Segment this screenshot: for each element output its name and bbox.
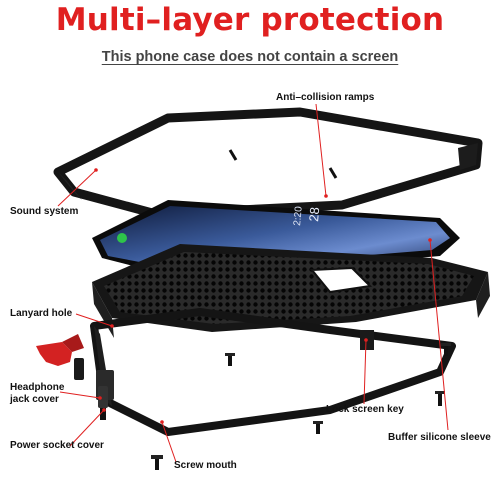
call-icon (117, 233, 127, 243)
callout-headphone-line2: jack cover (10, 394, 59, 405)
lockscreen-time: 2:20 (292, 205, 305, 226)
callout-screw-mouth: Screw mouth (174, 460, 237, 471)
leader-screw-mouth (161, 421, 177, 463)
leader-lanyard-hole (75, 313, 113, 327)
headphone-jack-cover-part (98, 386, 108, 420)
leader-lock-screen (363, 339, 367, 405)
callout-anti-collision-ramps: Anti–collision ramps (276, 92, 375, 103)
screw-icon (441, 343, 451, 356)
screw-icon (225, 353, 235, 366)
callout-sound-system: Sound system (10, 206, 79, 217)
screw-icon (435, 391, 445, 406)
callout-lock-screen-key: Lock screen key (326, 404, 404, 415)
lockscreen-date: 28 (306, 207, 322, 223)
callout-power-socket-cover: Power socket cover (10, 440, 104, 451)
top-metal-frame (53, 107, 483, 219)
leader-headphone (59, 391, 101, 399)
bottom-metal-frame (90, 308, 456, 436)
leader-lines (57, 103, 449, 463)
callout-buffer-silicone-sleeve: Buffer silicone sleeve (388, 432, 491, 443)
screws (151, 343, 451, 470)
subtitle-text: This phone case does not contain a scree… (101, 49, 399, 65)
callout-lanyard-hole: Lanyard hole (10, 308, 73, 319)
leader-buffer-silicone (429, 239, 449, 431)
callout-headphone-line1: Headphone (10, 382, 65, 393)
screw-icon (151, 455, 163, 470)
leader-anti-collision (315, 103, 327, 197)
lanyard-accessory (36, 334, 84, 380)
screw-icon (313, 421, 323, 434)
leader-sound-system (57, 169, 97, 207)
page-subtitle: This phone case does not contain a scree… (0, 49, 500, 65)
leader-power-socket (69, 409, 105, 447)
page-title: Multi–layer protection (55, 2, 445, 38)
camera-cutout (309, 266, 373, 294)
